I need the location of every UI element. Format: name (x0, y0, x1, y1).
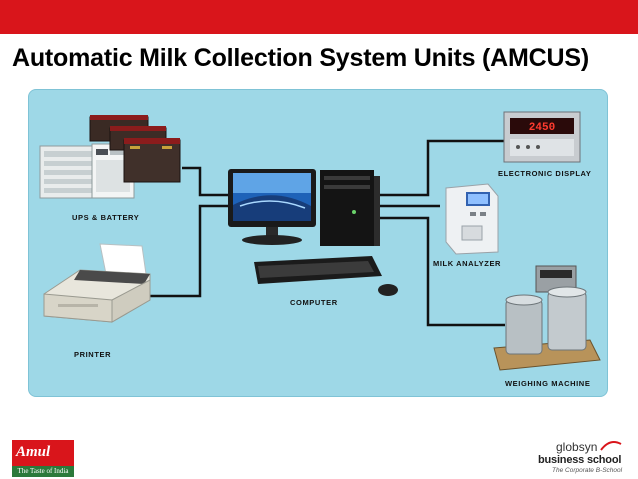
label-milk-analyzer: MILK ANALYZER (433, 259, 501, 268)
label-weighing-machine: WEIGHING MACHINE (505, 379, 590, 388)
cable-ups-computer (182, 166, 236, 197)
printer-unit (43, 243, 151, 323)
top-red-bar (0, 0, 638, 34)
display-readout: 2450 (529, 122, 555, 134)
amul-logo: Amul The Taste of India (12, 440, 74, 478)
label-printer: PRINTER (74, 350, 111, 359)
weighing-machine-unit (493, 265, 601, 371)
ups-battery-unit (39, 115, 181, 199)
globsyn-logo: globsyn business school The Corporate B-… (538, 440, 633, 476)
label-electronic-display: ELECTRONIC DISPLAY (498, 169, 591, 178)
milk-analyzer-unit (445, 183, 499, 255)
connection-lines (150, 139, 505, 327)
electronic-display-unit (503, 111, 581, 163)
label-computer: COMPUTER (290, 298, 338, 307)
amul-logo-text: Amul (16, 444, 51, 460)
cable-computer-display (374, 139, 505, 197)
cable-computer-weighing (374, 216, 505, 327)
globsyn-tagline: The Corporate B-School (552, 467, 623, 474)
cable-printer-computer (150, 204, 236, 298)
computer-unit (228, 169, 398, 296)
slide-title: Automatic Milk Collection System Units (… (12, 44, 589, 72)
globsyn-swoosh-icon (600, 441, 622, 451)
amul-logo-box (12, 440, 74, 466)
globsyn-business-school: business school (538, 454, 622, 466)
label-ups-battery: UPS & BATTERY (72, 213, 139, 222)
amul-tagline: The Taste of India (12, 466, 74, 477)
globsyn-name: globsyn (556, 440, 598, 454)
